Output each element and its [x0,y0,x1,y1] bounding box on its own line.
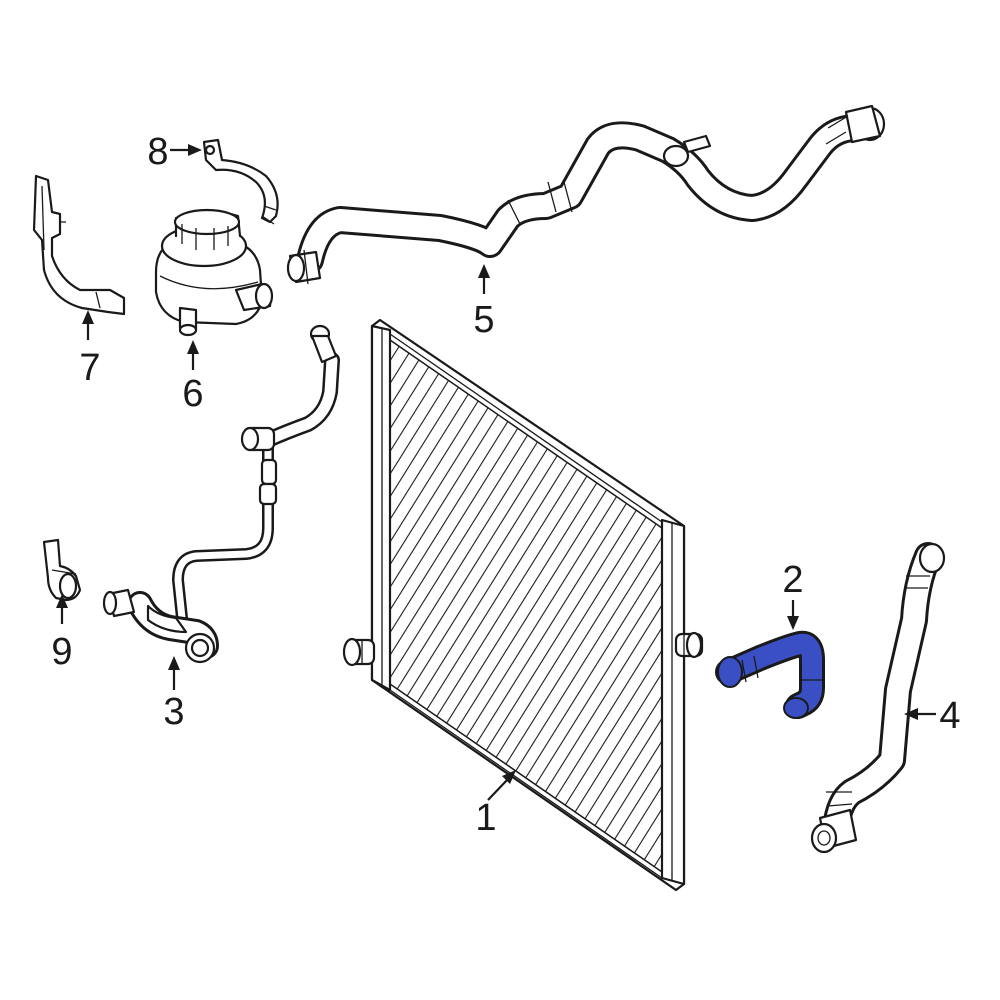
callout-4-label: 4 [939,695,960,737]
callout-8-label: 8 [147,131,168,173]
callout-6: 6 [182,340,204,415]
callout-2: 2 [782,559,804,630]
auxiliary-pump-part[interactable] [154,208,274,337]
radiator-part[interactable] [342,318,704,892]
sensor-part[interactable] [42,538,82,602]
callout-5-label: 5 [473,299,494,341]
upper-hose-part[interactable] [286,104,886,285]
right-hose-part[interactable] [810,542,946,854]
highlighted-hose-part[interactable] [715,630,825,719]
lower-hose-assembly-part[interactable] [102,324,340,664]
callout-5: 5 [473,264,495,341]
callout-7-label: 7 [79,347,100,389]
callout-7: 7 [79,310,101,389]
callout-9-label: 9 [51,631,72,673]
callout-3-label: 3 [163,691,184,733]
callout-1: 1 [475,770,516,839]
callout-3: 3 [163,656,185,733]
callout-4: 4 [904,695,961,737]
callout-9: 9 [51,594,73,673]
callout-1-label: 1 [475,797,496,839]
strap-part[interactable] [202,138,279,225]
radiator-right-fitting [674,631,704,659]
radiator-left-fitting [342,637,376,667]
callout-6-label: 6 [182,373,203,415]
bracket-part[interactable] [32,174,126,316]
callout-2-label: 2 [782,559,803,601]
callout-8: 8 [147,131,202,173]
